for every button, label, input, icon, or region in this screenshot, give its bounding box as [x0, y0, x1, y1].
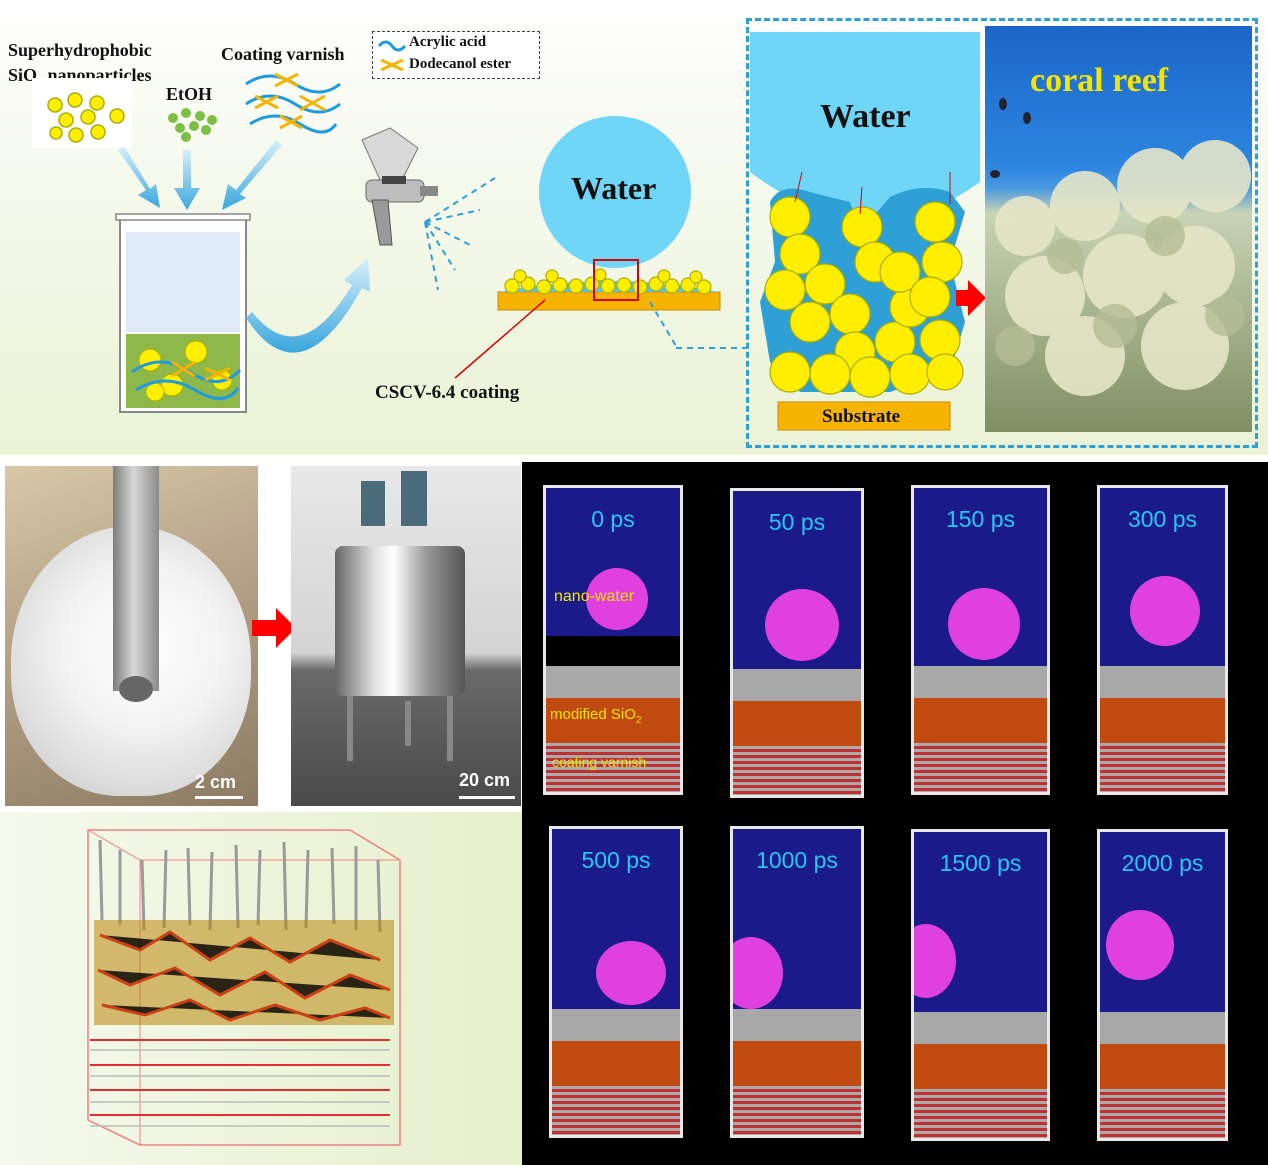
curved-arrow-icon: [246, 258, 370, 353]
md-time-label: 0 ps: [591, 506, 635, 532]
coating-particles: [504, 268, 712, 295]
md-frame-500ps: 500 ps: [549, 826, 683, 1138]
md-time-label: 1500 ps: [939, 850, 1022, 876]
motor-right: [401, 471, 427, 526]
zoom-water-label: Water: [820, 98, 911, 135]
md-frame-1000ps: 1000 ps: [730, 826, 864, 1138]
sio2-nanoparticles-icon: [32, 78, 132, 148]
legend-box: Acrylic acid Dodecanol ester: [372, 31, 540, 79]
sio2-text: SiO: [8, 65, 38, 85]
zoom-inset: [746, 18, 1258, 448]
zoom-illustration: [750, 32, 980, 431]
md-time-label: 500 ps: [581, 847, 651, 873]
acrylic-acid-icon: [377, 40, 407, 52]
dodecanol-ester-icon: [380, 58, 404, 72]
nano-water-label: nano-water: [554, 588, 635, 605]
mixing-tank-photo: 20 cm: [291, 466, 521, 806]
arrow-icon: [174, 150, 200, 210]
varnish-lattice: [90, 1039, 390, 1116]
steel-tank: [335, 546, 465, 696]
md-frame-50ps: 50 ps: [730, 488, 864, 798]
water-droplet: [539, 116, 691, 268]
molecular-model-illustration: [87, 829, 401, 1146]
stirring-beaker-photo: 2 cm: [5, 466, 258, 806]
scale-bar-left: [195, 796, 243, 799]
substrate-block: [777, 401, 951, 431]
md-frame-0ps: 0 ps nano-water modified SiO2 coating va…: [543, 485, 683, 795]
coating-label: CSCV-6.4 coating: [375, 382, 520, 403]
motor-left: [361, 481, 385, 526]
red-arrow-icon: [956, 280, 986, 316]
arrow-icon: [118, 146, 160, 208]
coating-varnish-icon: [245, 72, 341, 134]
md-time-label: 300 ps: [1127, 506, 1198, 532]
coating-pointer: [454, 299, 546, 379]
particle-stack: [764, 196, 964, 398]
md-frame-2000ps: 2000 ps: [1097, 829, 1228, 1141]
zoom-marker: [593, 259, 639, 301]
md-time-label: 150 ps: [945, 506, 1016, 532]
modified-sio2-label: modified SiO2: [550, 706, 641, 726]
coral-reef-label: coral reef: [1030, 62, 1169, 99]
substrate-label: Substrate: [822, 406, 901, 427]
md-frame-300ps: 300 ps: [1097, 485, 1228, 795]
arrow-icon: [222, 140, 282, 210]
stirrer-shaft: [113, 466, 159, 691]
md-time-label: 1000 ps: [756, 847, 838, 873]
md-time-label: 2000 ps: [1121, 850, 1204, 876]
spray-lines: [424, 177, 496, 291]
water-layer: [750, 32, 980, 220]
coating-varnish-label: Coating varnish: [221, 44, 345, 64]
coral-reef-photo: coral reef: [985, 26, 1252, 432]
md-frame-1500ps: 1500 ps: [911, 829, 1050, 1141]
scale-bar-right: [459, 796, 515, 799]
nano-water-drop: [586, 568, 648, 630]
modified-sio2-text: modified SiO: [550, 706, 636, 723]
water-droplet-label: Water: [571, 170, 657, 206]
stirrer-head: [119, 676, 153, 702]
md-time-label: 50 ps: [768, 509, 826, 535]
md-frame-150ps: 150 ps: [911, 485, 1050, 795]
legend-icons: [377, 40, 407, 72]
alkyl-chains: [98, 839, 382, 933]
spray-gun-icon: [361, 127, 438, 246]
superhydrophobic-line1: Superhydrophobic: [8, 40, 152, 60]
scale-bar-right-label: 20 cm: [459, 770, 511, 790]
modified-sio2-subscript: 2: [635, 715, 642, 726]
etoh-icon: [168, 108, 217, 142]
legend-dodecanol-ester: Dodecanol ester: [409, 56, 512, 72]
beaker-icon: [115, 213, 251, 413]
red-arrow-icon: [252, 608, 296, 648]
legend-acrylic-acid: Acrylic acid: [409, 34, 487, 50]
scale-bar-left-label: 2 cm: [195, 772, 237, 792]
etoh-label: EtOH: [166, 84, 213, 104]
coating-varnish-md-label: coating varnish: [552, 754, 647, 770]
process-illustration: [32, 72, 746, 413]
